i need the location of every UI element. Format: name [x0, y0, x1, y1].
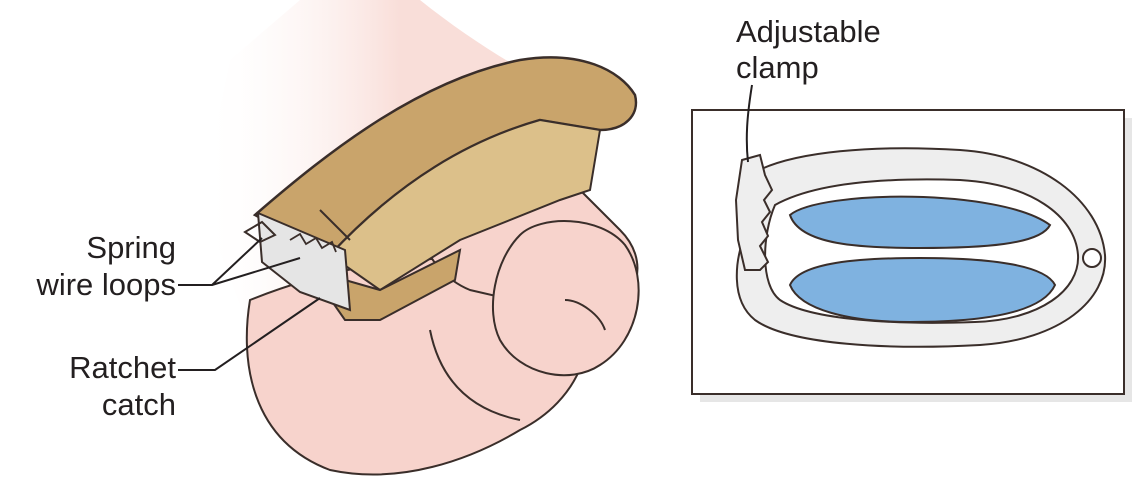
clamp-label-line1: Adjustable [736, 14, 881, 49]
lower-cushion [790, 258, 1055, 322]
spring-label-line2: wire loops [35, 267, 176, 302]
clamp-label-line2: clamp [736, 50, 819, 85]
right-illustration [692, 85, 1132, 402]
glans [493, 221, 639, 375]
left-illustration [178, 0, 639, 474]
ratchet-label-line2: catch [102, 387, 176, 422]
hinge-knob [1083, 249, 1101, 267]
spring-label-line1: Spring [86, 230, 176, 265]
ratchet-label-line1: Ratchet [69, 350, 176, 385]
